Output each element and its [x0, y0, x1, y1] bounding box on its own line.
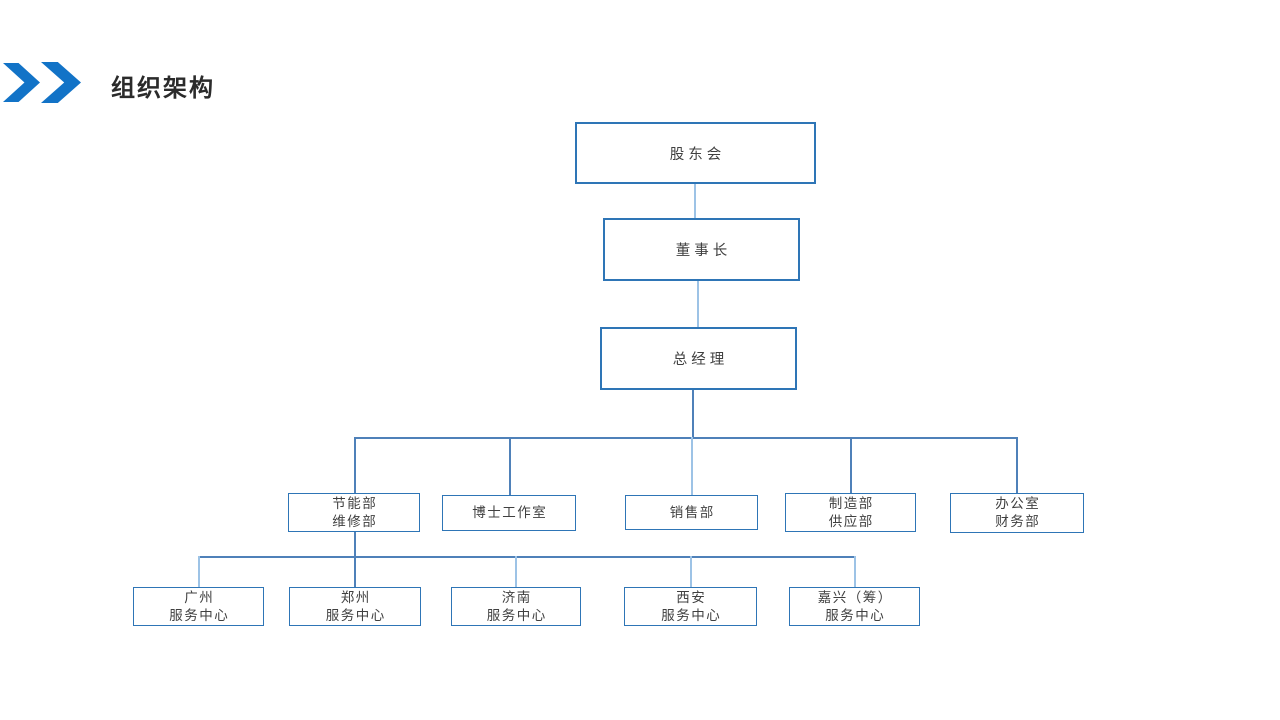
org-node-label: 服务中心	[325, 607, 386, 623]
connector-line	[354, 556, 356, 587]
org-node-label: 广州	[184, 589, 215, 605]
org-node-label: 维修部	[332, 513, 378, 529]
org-node-label: 办公室	[995, 496, 1041, 511]
connector-line	[354, 532, 356, 556]
connector-line	[697, 281, 699, 327]
org-node-guangzhou-service-center: 广州 服务中心	[133, 587, 264, 626]
connector-line	[692, 390, 694, 437]
org-node-label: 销售部	[669, 504, 715, 520]
org-node-label: 服务中心	[661, 607, 722, 623]
connector-line	[691, 437, 693, 495]
chevron-right-icon	[3, 63, 40, 102]
connector-line	[198, 556, 855, 558]
connector-line	[509, 437, 511, 495]
org-node-general-manager: 总经理	[600, 327, 797, 390]
org-node-label: 济南	[501, 589, 532, 605]
connector-line	[694, 184, 696, 218]
org-node-chairman: 董事长	[603, 218, 800, 281]
org-node-label: 制造部	[828, 495, 874, 511]
org-node-sales-dept: 销售部	[625, 495, 758, 530]
connector-line	[354, 437, 1017, 439]
connector-line	[198, 556, 200, 587]
org-node-energy-maintenance-dept: 节能部 维修部	[288, 493, 420, 532]
org-node-doctor-studio: 博士工作室	[442, 495, 576, 531]
org-node-jinan-service-center: 济南 服务中心	[451, 587, 581, 626]
org-node-xian-service-center: 西安 服务中心	[624, 587, 757, 626]
connector-line	[1016, 437, 1018, 493]
org-node-label: 西安	[676, 589, 707, 605]
org-node-label: 服务中心	[169, 607, 230, 623]
org-node-jiaxing-service-center: 嘉兴（筹） 服务中心	[789, 587, 920, 626]
org-node-office-finance-dept: 办公室 财务部	[950, 493, 1084, 533]
org-node-label: 服务中心	[486, 607, 547, 623]
connector-line	[515, 556, 517, 587]
page-title: 组织架构	[111, 75, 215, 102]
connector-line	[850, 437, 852, 493]
org-node-label: 董事长	[675, 243, 732, 259]
org-node-zhengzhou-service-center: 郑州 服务中心	[289, 587, 421, 626]
org-node-label: 供应部	[828, 513, 874, 529]
org-node-label: 总经理	[672, 352, 729, 368]
org-node-label: 服务中心	[825, 607, 886, 623]
org-node-label: 嘉兴（筹）	[817, 589, 893, 605]
org-node-shareholders: 股东会	[575, 122, 816, 184]
org-node-manufacturing-supply-dept: 制造部 供应部	[785, 493, 916, 532]
connector-line	[690, 556, 692, 587]
org-node-label: 博士工作室	[472, 505, 548, 520]
org-node-label: 财务部	[995, 514, 1041, 529]
connector-line	[354, 437, 356, 493]
org-node-label: 郑州	[340, 589, 371, 605]
connector-line	[854, 556, 856, 587]
org-node-label: 股东会	[669, 146, 726, 163]
org-node-label: 节能部	[332, 495, 378, 511]
chevron-right-icon	[41, 62, 81, 103]
